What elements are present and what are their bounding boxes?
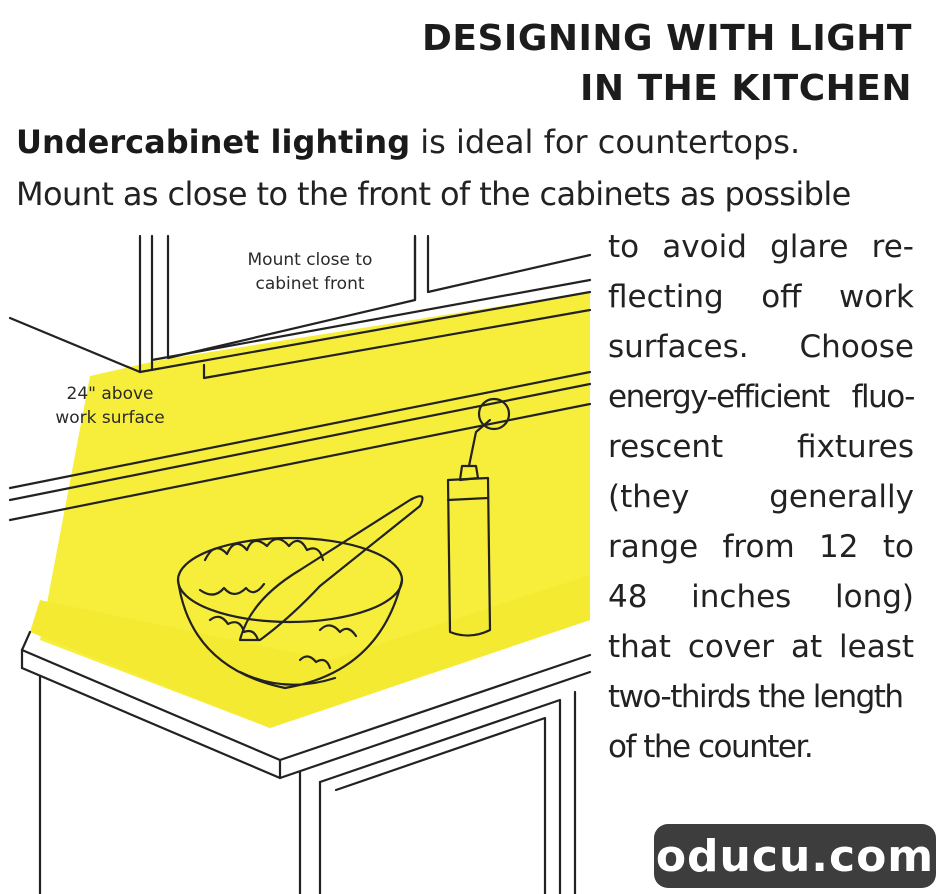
intro-paragraph: Undercabinet lighting is ideal for count…	[16, 116, 916, 220]
callout-height: 24" above work surface	[30, 382, 190, 430]
cabinet-light-strip	[202, 308, 592, 380]
pepper-mill-crank	[467, 418, 492, 468]
body-line: two-thirds the length	[608, 679, 904, 715]
backsplash-rail-1	[8, 370, 592, 490]
kitchen-illustration	[8, 234, 592, 894]
body-line: flecting off work	[608, 279, 914, 315]
intro-line-1: Undercabinet lighting is ideal for count…	[16, 116, 916, 168]
pepper-mill-knob	[477, 397, 511, 431]
callout-height-line-2: work surface	[55, 408, 165, 428]
body-line: 48 inches long)	[608, 579, 914, 615]
body-line: (they generally	[608, 479, 914, 515]
bowl-body	[176, 578, 404, 690]
backsplash-rail-2	[8, 382, 592, 502]
watermark-text: oducu.com	[655, 830, 935, 882]
body-text: to avoid glare re- flecting off work sur…	[608, 222, 916, 772]
salad-leaves-3	[208, 615, 260, 642]
body-line: rescent fixtures	[608, 429, 914, 465]
body-line: of the counter.	[608, 729, 814, 765]
light-cone	[40, 292, 590, 728]
salad-leaves-4	[318, 624, 358, 638]
pepper-mill-body	[446, 476, 492, 637]
backsplash-rail-3	[8, 402, 592, 522]
body-line: surfaces. Choose	[608, 329, 914, 365]
pepper-mill-neck	[458, 464, 480, 482]
cabinet-door-right	[426, 234, 592, 294]
salad-spoon	[238, 495, 424, 642]
body-line: range from 12 to	[608, 529, 914, 565]
base-door-2	[318, 698, 562, 894]
callout-height-line-1: 24" above	[66, 384, 154, 404]
cabinet-bottom	[138, 290, 592, 374]
page-title: DESIGNING WITH LIGHT IN THE KITCHEN	[422, 14, 912, 114]
callout-mount-line-1: Mount close to	[247, 250, 373, 270]
intro-bold-term: Undercabinet lighting	[16, 123, 411, 161]
title-line-1: DESIGNING WITH LIGHT	[422, 18, 912, 59]
wall-line	[8, 316, 142, 374]
title-line-2: IN THE KITCHEN	[580, 68, 912, 109]
callout-mount-line-2: cabinet front	[255, 274, 365, 294]
base-door-3	[334, 716, 547, 894]
intro-line-1-rest: is ideal for countertops.	[410, 123, 801, 161]
salad-leaves-2	[198, 582, 266, 596]
cabinet-bottom-2	[150, 278, 592, 362]
pepper-mill-band	[446, 496, 490, 502]
callout-mount: Mount close to cabinet front	[200, 248, 420, 296]
bowl-base	[238, 670, 337, 686]
countertop-front-bottom	[20, 630, 32, 652]
body-line: to avoid glare re-	[608, 229, 914, 265]
body-line: that cover at least	[608, 629, 914, 665]
intro-line-2: Mount as close to the front of the cabin…	[16, 175, 851, 213]
salad-leaves	[203, 537, 325, 562]
body-line: energy-efficient fluo-	[608, 379, 916, 415]
salad-leaves-5	[298, 655, 332, 670]
countertop-surface	[30, 575, 590, 728]
watermark-badge: oducu.com	[654, 824, 936, 888]
